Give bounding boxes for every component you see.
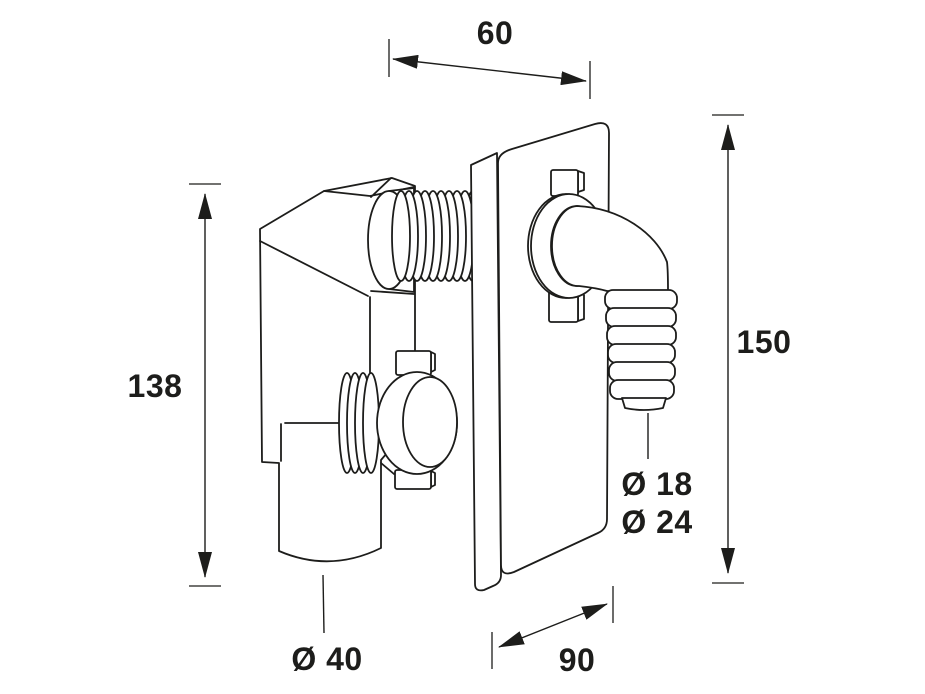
- thread-rib: [391, 190, 411, 282]
- dim-height-right-label: 150: [737, 324, 792, 360]
- dim-hose-diameters: Ø 18 Ø 24: [621, 413, 692, 540]
- dim-leader: [322, 574, 325, 634]
- dim-height-left: 138: [128, 183, 221, 587]
- dim-depth-bottom: 90: [491, 586, 614, 678]
- dim-depth-bottom-label: 90: [559, 642, 596, 678]
- dim-height-right: 150: [712, 114, 792, 584]
- dim-arrow: [498, 603, 608, 648]
- flange-tab-top-side: [577, 170, 585, 193]
- dim-hose-small-label: Ø 18: [621, 466, 692, 502]
- spigot-rib: [608, 361, 676, 382]
- spigot-rib: [609, 379, 675, 400]
- dim-outlet-diameter-label: Ø 40: [291, 641, 362, 677]
- dim-width-top-label: 60: [477, 15, 514, 51]
- cleaning-cap: [338, 350, 458, 490]
- spigot-rib: [607, 343, 676, 364]
- dimension-annotations: 60 138 150 Ø 40 90 Ø 18 Ø 24: [128, 15, 792, 678]
- wall-plate: [470, 122, 610, 592]
- inlet-thread: [391, 190, 483, 282]
- spigot-tip: [621, 397, 667, 411]
- dim-hose-large-label: Ø 24: [621, 504, 692, 540]
- spigot-rib: [605, 307, 677, 328]
- spigot-rib: [604, 289, 678, 310]
- wall-plate-side: [470, 152, 502, 592]
- elbow-pipe: [551, 205, 669, 292]
- cap-tab-top: [395, 350, 436, 376]
- dim-width-top: 60: [388, 15, 591, 99]
- dim-height-left-label: 138: [128, 368, 183, 404]
- cap-face: [402, 376, 458, 468]
- flange-tab-top-face: [550, 169, 579, 197]
- dim-outlet-diameter: Ø 40: [291, 574, 362, 677]
- flange-tab-top: [550, 169, 585, 197]
- dim-arrow: [392, 54, 587, 86]
- cap-tab-bottom: [394, 469, 436, 490]
- flange-tab-bottom: [548, 289, 585, 323]
- siphon-assembly: [259, 122, 678, 592]
- hose-spigot: [604, 289, 678, 411]
- outlet-flange: [527, 169, 678, 411]
- spigot-rib: [606, 325, 677, 346]
